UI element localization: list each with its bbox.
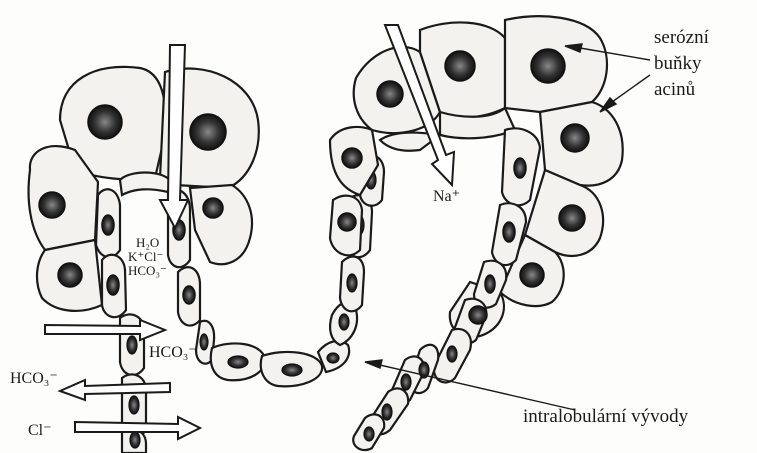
nucleus — [342, 148, 362, 168]
nucleus — [88, 105, 122, 139]
nucleus — [469, 306, 487, 324]
serous-cells-label-line2: buňky — [654, 52, 702, 76]
nucleus — [127, 336, 137, 354]
nucleus — [503, 222, 515, 242]
nucleus — [401, 374, 411, 390]
nucleus — [445, 51, 475, 81]
nucleus — [200, 334, 208, 350]
nucleus — [183, 286, 195, 304]
hco3-out-arrow — [60, 380, 170, 400]
nucleus — [520, 263, 544, 287]
left-acinus — [29, 67, 259, 326]
nucleus — [190, 114, 226, 150]
nucleus — [228, 356, 248, 368]
nucleus — [107, 275, 119, 295]
left-acinus-cell — [120, 173, 170, 196]
intralobular-ducts-label: intralobulární vývody — [523, 405, 688, 429]
nucleus — [339, 314, 349, 330]
nucleus — [514, 158, 526, 178]
nucleus — [203, 198, 223, 218]
hco3-left-label: HCO₃⁻ — [10, 368, 58, 388]
left-acinus-cell — [190, 185, 252, 264]
nucleus — [327, 353, 339, 363]
nucleus — [58, 263, 82, 287]
nucleus — [102, 215, 114, 235]
cl-label: Cl⁻ — [28, 420, 52, 440]
nucleus — [282, 364, 302, 376]
na-ion-label: Na⁺ — [433, 186, 460, 206]
nucleus — [377, 81, 403, 107]
nucleus — [130, 432, 140, 448]
kcl-label: K⁺Cl⁻ — [128, 250, 163, 264]
hco3-inner-label: HCO₃⁻ — [128, 264, 167, 278]
nucleus — [364, 427, 374, 441]
serous-cells-label-line3: acinů — [654, 78, 695, 102]
hco3-in-arrow — [45, 320, 165, 340]
serous-cells-label-line1: serózní — [654, 26, 709, 50]
h2o-label: H₂O — [136, 236, 159, 250]
nucleus — [39, 192, 65, 218]
nucleus — [485, 275, 495, 293]
nucleus — [559, 205, 585, 231]
hco3-mid-label: HCO₃⁻ — [149, 342, 197, 362]
nucleus — [382, 404, 392, 420]
nucleus — [531, 49, 565, 83]
nucleus — [338, 213, 356, 231]
nucleus — [447, 346, 457, 362]
nucleus — [129, 396, 139, 414]
nucleus — [561, 124, 589, 152]
nucleus — [347, 274, 357, 292]
